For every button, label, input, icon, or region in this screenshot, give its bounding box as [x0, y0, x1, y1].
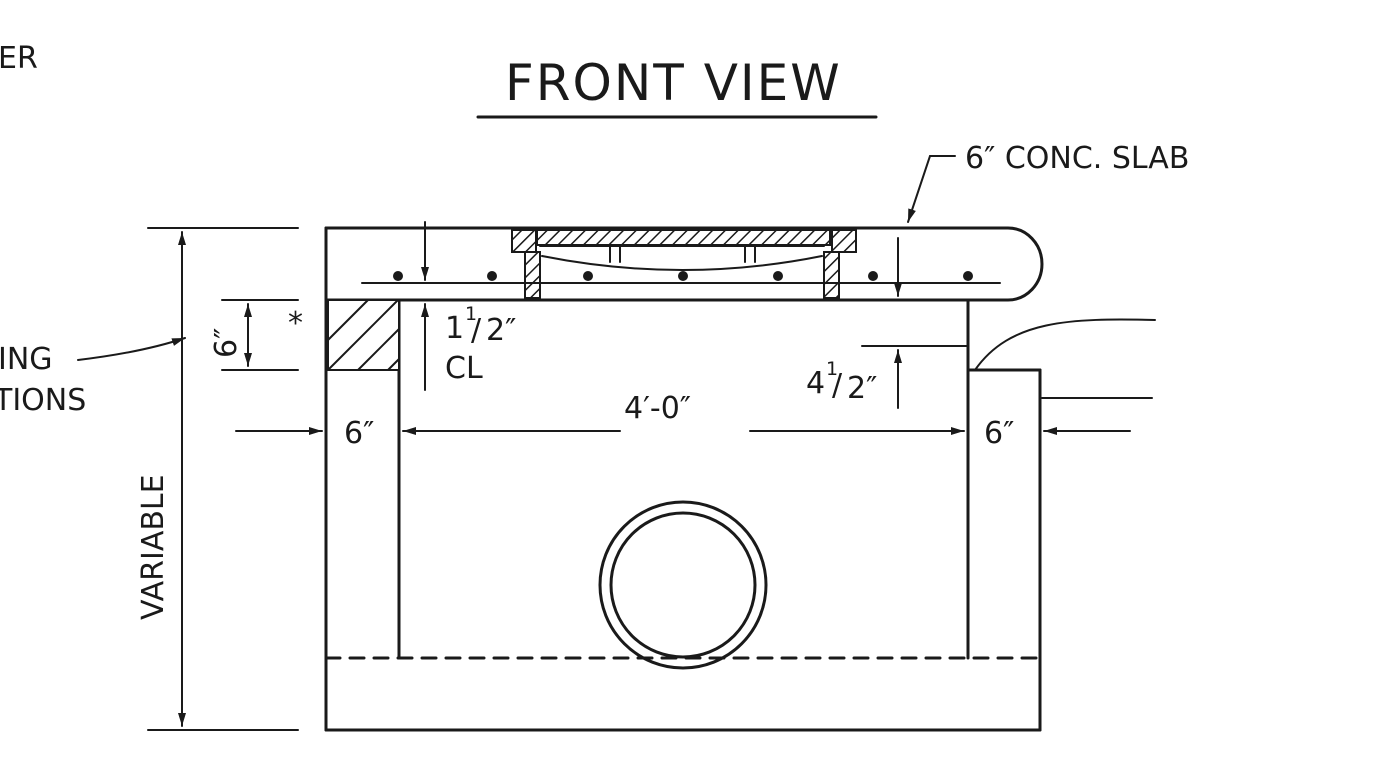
hatched-block — [327, 299, 400, 371]
variable-label: VARIABLE — [136, 474, 171, 620]
one-half-whole: 1 — [445, 311, 464, 346]
cut-text-ing: ING — [0, 342, 53, 377]
rebar-dots — [393, 271, 973, 281]
left-wall-label: 6″ — [344, 416, 374, 451]
width-label: 4′-0″ — [624, 391, 691, 426]
four-half-num: 1 — [826, 358, 838, 380]
slab-leader — [907, 155, 956, 223]
grate-frame — [511, 229, 857, 299]
four-half-den: 2″ — [847, 371, 877, 406]
asterisk-note: * — [288, 306, 303, 341]
slab-label: 6″ CONC. SLAB — [965, 141, 1189, 176]
one-half-num: 1 — [465, 303, 477, 325]
one-half-slash: / — [471, 313, 482, 348]
one-half-den: 2″ — [486, 313, 516, 348]
right-wall-label: 6″ — [984, 416, 1014, 451]
four-half-whole: 4 — [806, 366, 825, 401]
cut-text-er: ER — [0, 41, 38, 76]
concrete-slab — [324, 226, 1044, 302]
curb-line — [974, 318, 1156, 371]
cl-label: CL — [445, 351, 483, 386]
title: FRONT VIEW — [505, 54, 842, 112]
pipe-opening — [598, 500, 768, 670]
four-half-slash: / — [832, 368, 843, 403]
callout-leader-left — [77, 337, 186, 361]
six-inch-vertical-label: 6″ — [209, 328, 244, 358]
cut-text-tions: TIONS — [0, 383, 86, 418]
